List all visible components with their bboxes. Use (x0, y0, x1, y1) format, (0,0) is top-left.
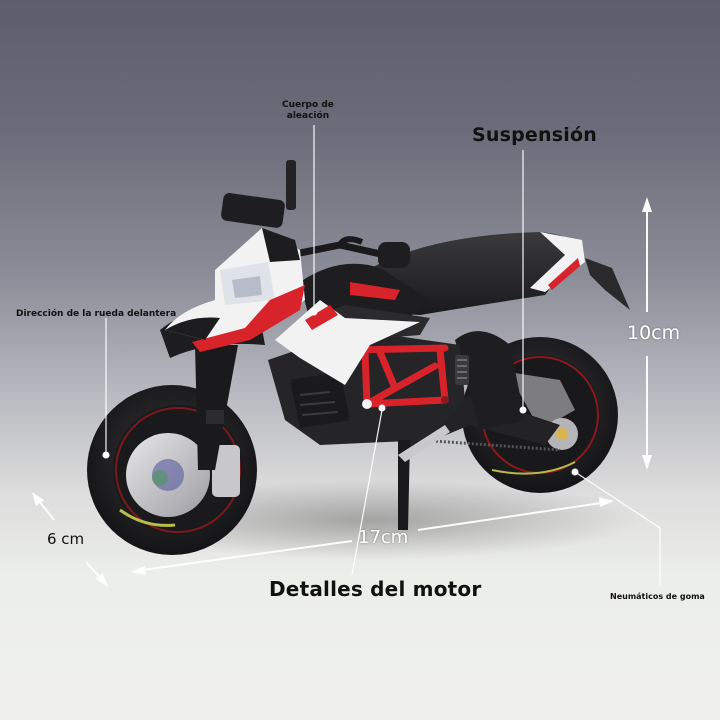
callout-tires: Neumáticos de goma (610, 592, 705, 601)
mirror-left (221, 193, 285, 228)
callout-body-alloy: Cuerpo de aleación (282, 100, 334, 122)
callout-body-line1: Cuerpo de (282, 100, 334, 110)
annotation-dots (102, 308, 579, 476)
dimension-arrows (32, 197, 652, 587)
front-fork (195, 345, 238, 470)
annotation-lines (105, 125, 661, 585)
tail-fairing (530, 232, 585, 292)
callout-suspension: Suspensión (472, 124, 597, 146)
dimension-length: 17cm (358, 527, 409, 548)
license-bracket (585, 258, 630, 310)
callout-body-line2: aleación (286, 111, 330, 121)
callout-front-wheel: Dirección de la rueda delantera (16, 309, 177, 319)
trellis-frame (351, 344, 449, 408)
callout-engine: Detalles del motor (269, 577, 482, 601)
fairing-red-stripe (192, 285, 305, 352)
mirror-right (378, 242, 410, 268)
front-wheel (87, 385, 257, 555)
dimension-width: 6 cm (47, 530, 85, 548)
kickstand (398, 440, 410, 530)
dimension-height: 10cm (627, 322, 681, 344)
